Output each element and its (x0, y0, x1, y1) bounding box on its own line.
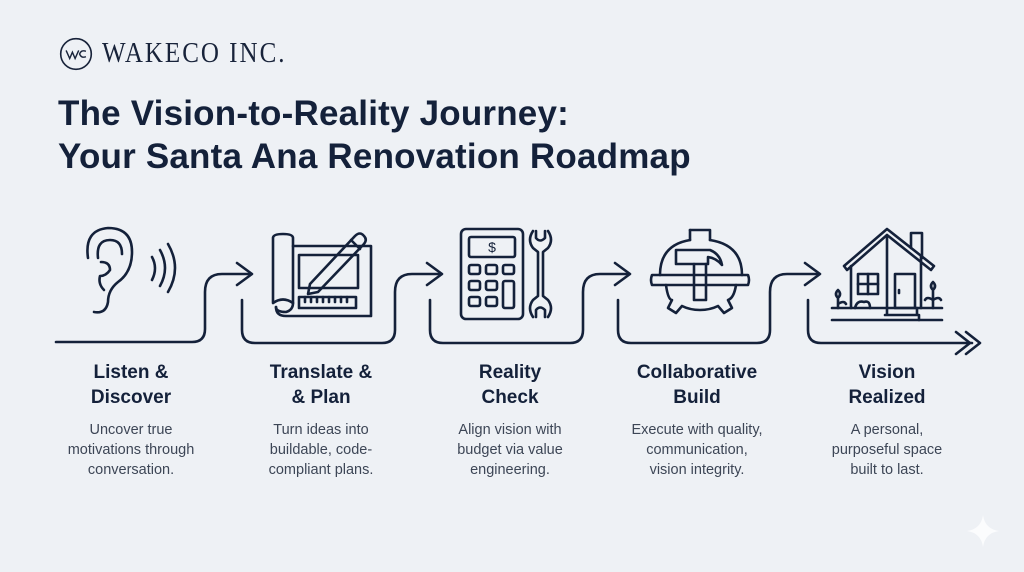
step-title: Collaborative Build (636, 362, 758, 408)
calculator-wrench-icon: $ (459, 227, 553, 321)
step-vision-realized: Vision Realized A personal, purposeful s… (792, 360, 982, 480)
flow-connector-final (806, 298, 982, 356)
step-description: Execute with quality, communication, vis… (631, 422, 763, 478)
flow-connector-1 (54, 261, 254, 344)
house-icon (830, 227, 944, 322)
hardhat-hammer-gear-icon (649, 228, 751, 315)
brand-name: WAKECO INC. (102, 38, 287, 69)
step-title: Translate & & Plan (269, 362, 373, 408)
step-reality-check: Reality Check Align vision with budget v… (415, 360, 605, 480)
step-title: Reality Check (478, 362, 542, 408)
step-collaborative-build: Collaborative Build Execute with quality… (602, 360, 792, 480)
flow-connector-2 (240, 261, 444, 345)
step-description: A personal, purposeful space built to la… (831, 422, 943, 478)
page-title-line-2: Your Santa Ana Renovation Roadmap (58, 137, 691, 176)
flow-connector-4 (616, 261, 822, 345)
step-description: Uncover true motivations through convers… (67, 422, 195, 478)
flow-connector-3 (428, 261, 632, 345)
page-title: The Vision-to-Reality Journey: Your Sant… (58, 92, 691, 178)
sparkle-icon (967, 515, 999, 547)
step-description: Align vision with budget via value engin… (457, 422, 563, 478)
step-title: Listen & Discover (90, 362, 172, 408)
step-title: Vision Realized (848, 362, 926, 408)
svg-text:$: $ (488, 239, 496, 255)
step-description: Turn ideas into buildable, code- complia… (268, 422, 374, 478)
brand-logo: WAKECO INC. (58, 36, 287, 72)
page-title-line-1: The Vision-to-Reality Journey: (58, 94, 569, 133)
step-translate-plan: Translate & & Plan Turn ideas into build… (226, 360, 416, 480)
ear-listening-icon (86, 226, 177, 314)
wc-logo-icon (59, 37, 93, 71)
step-listen-discover: Listen & Discover Uncover true motivatio… (36, 360, 226, 480)
blueprint-pencil-icon (271, 232, 373, 318)
